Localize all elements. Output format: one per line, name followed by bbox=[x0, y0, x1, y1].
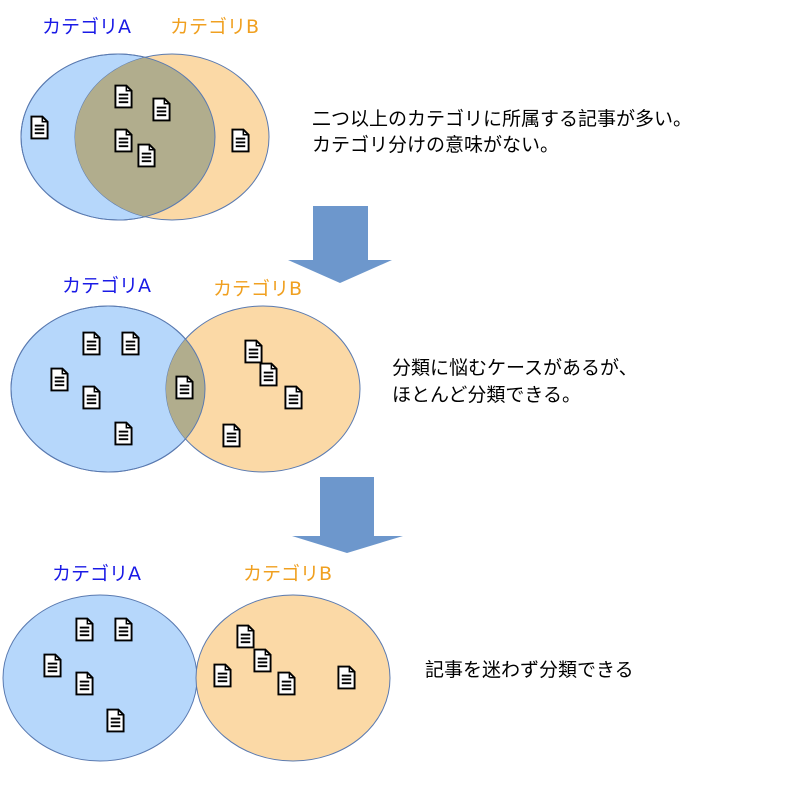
document-icon bbox=[114, 128, 133, 153]
document-icon bbox=[106, 708, 125, 733]
category-a-outline bbox=[20, 53, 216, 221]
stage-2: カテゴリA カテゴリB 分類に悩むケースがあるが、 ほとんど分類できる。 bbox=[10, 275, 638, 473]
document-icon bbox=[152, 97, 171, 122]
stage-description-line-1: 二つ以上のカテゴリに所属する記事が多い。 bbox=[312, 108, 692, 130]
stage-1: カテゴリA カテゴリB 二つ以上のカテゴリに所属する記事が多い。 カテゴリ分けの… bbox=[20, 16, 692, 221]
document-icon bbox=[114, 617, 133, 642]
document-icon bbox=[121, 331, 140, 356]
document-icon bbox=[222, 423, 241, 448]
document-icon bbox=[43, 653, 62, 678]
document-icon bbox=[50, 367, 69, 392]
category-a-circle bbox=[2, 594, 198, 762]
document-icon bbox=[75, 671, 94, 696]
document-icon bbox=[337, 665, 356, 690]
document-icon bbox=[137, 143, 156, 168]
category-b-label: カテゴリB bbox=[213, 278, 302, 300]
document-icon bbox=[114, 421, 133, 446]
category-a-label: カテゴリA bbox=[62, 275, 151, 297]
document-icon bbox=[259, 362, 278, 387]
document-icon bbox=[253, 648, 272, 673]
document-icon bbox=[244, 339, 263, 364]
category-a-label: カテゴリA bbox=[42, 16, 131, 38]
document-icon bbox=[114, 84, 133, 109]
stage-description-line-2: カテゴリ分けの意味がない。 bbox=[312, 134, 559, 156]
category-b-label: カテゴリB bbox=[170, 16, 259, 38]
document-icon bbox=[231, 128, 250, 153]
stage-description-line-1: 記事を迷わず分類できる bbox=[425, 659, 634, 681]
category-a-label: カテゴリA bbox=[52, 563, 141, 585]
document-icon bbox=[277, 671, 296, 696]
document-icon bbox=[30, 115, 49, 140]
stage-description-line-2: ほとんど分類できる。 bbox=[392, 384, 581, 406]
stage-3: カテゴリA カテゴリB 記事を迷わず分類できる bbox=[2, 563, 634, 762]
document-icon bbox=[175, 375, 194, 400]
category-b-label: カテゴリB bbox=[243, 563, 332, 585]
stage-description-line-1: 分類に悩むケースがあるが、 bbox=[392, 357, 638, 379]
arrow-down-icon bbox=[288, 206, 392, 283]
document-icon bbox=[75, 617, 94, 642]
document-icon bbox=[213, 663, 232, 688]
document-icon bbox=[284, 385, 303, 410]
category-a-outline bbox=[10, 305, 206, 473]
document-icon bbox=[82, 331, 101, 356]
document-icon bbox=[82, 385, 101, 410]
document-icon bbox=[236, 624, 255, 649]
arrow-down-icon bbox=[292, 477, 403, 553]
